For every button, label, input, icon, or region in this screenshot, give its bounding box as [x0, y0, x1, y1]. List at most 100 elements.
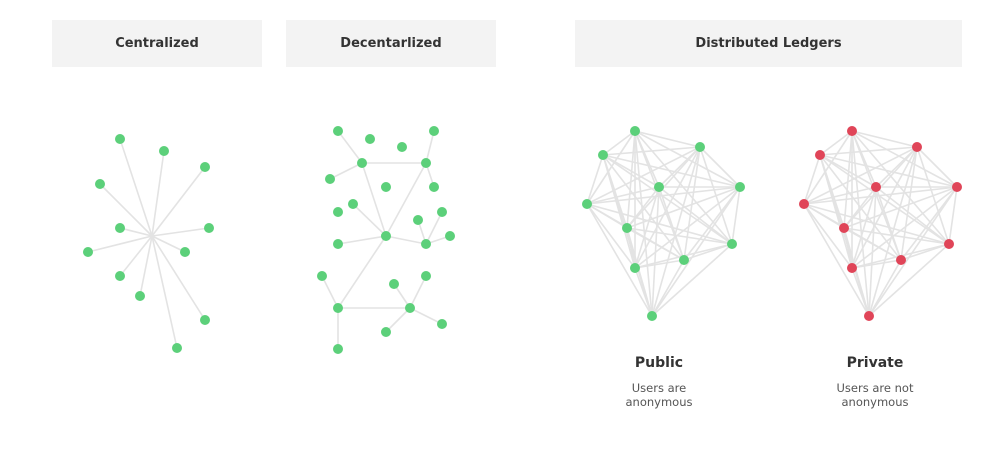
public-edge [699, 146, 741, 188]
public-subtitle-line2: anonymous [625, 395, 693, 409]
decentralized-node [445, 231, 455, 241]
public-node [695, 142, 705, 152]
public-edge [651, 259, 685, 317]
private-edge [948, 186, 958, 245]
private-edge [803, 203, 870, 317]
public-distributed-network [582, 126, 745, 321]
private-edge [900, 146, 918, 261]
private-edge [868, 243, 950, 317]
decentralized-edge [385, 162, 427, 237]
decentralized-node [429, 182, 439, 192]
private-node [871, 182, 881, 192]
private-node [847, 263, 857, 273]
public-edge [651, 186, 741, 317]
decentralized-edge [337, 235, 387, 309]
public-edge [683, 146, 701, 261]
decentralized-node [381, 327, 391, 337]
decentralized-node [437, 207, 447, 217]
centralized-node [115, 271, 125, 281]
private-distributed-network [799, 126, 962, 321]
decentralized-node [397, 142, 407, 152]
centralized-node [115, 134, 125, 144]
decentralized-node [317, 271, 327, 281]
private-node [815, 150, 825, 160]
centralized-node [95, 179, 105, 189]
public-node [735, 182, 745, 192]
private-edge [843, 227, 902, 261]
private-edge [868, 186, 958, 317]
distributed-ledgers-header-label: Distributed Ledgers [695, 36, 842, 51]
decentralized-node [405, 303, 415, 313]
centralized-node [204, 223, 214, 233]
public-edge [602, 130, 636, 156]
decentralized-node [389, 279, 399, 289]
public-edge [602, 154, 660, 188]
private-edge [843, 186, 877, 229]
centralized-node [115, 223, 125, 233]
private-edge [868, 259, 902, 317]
public-caption: Public Users are anonymous [579, 355, 739, 409]
private-edge [803, 154, 821, 205]
public-title: Public [634, 355, 684, 371]
public-node [598, 150, 608, 160]
public-subtitle-line1: Users are [631, 381, 687, 395]
centralized-header-label: Centralized [115, 36, 199, 51]
centralized-node [180, 247, 190, 257]
private-edge [843, 130, 853, 229]
private-edge [843, 186, 958, 229]
private-subtitle: Users are not anonymous [795, 381, 955, 409]
decentralized-edge [352, 203, 387, 237]
private-node [896, 255, 906, 265]
public-edge [586, 203, 733, 245]
decentralized-node [357, 158, 367, 168]
private-edge [851, 146, 918, 269]
public-edge [634, 267, 653, 317]
centralized-edge [119, 227, 153, 237]
centralized-edge [119, 235, 153, 277]
private-edge [875, 186, 902, 261]
private-node [847, 126, 857, 136]
public-node [582, 199, 592, 209]
public-edge [658, 186, 733, 245]
public-edge [586, 203, 653, 317]
centralized-node [135, 291, 145, 301]
public-edge [634, 146, 701, 269]
decentralized-edge [321, 275, 339, 309]
public-edge [586, 130, 636, 205]
centralized-edge [151, 150, 165, 237]
public-edge [626, 186, 741, 229]
public-edge [626, 227, 653, 317]
private-edge [900, 186, 958, 261]
public-edge [586, 186, 660, 205]
private-edge [851, 186, 877, 269]
decentralized-edge [409, 275, 427, 309]
public-edge [626, 130, 636, 229]
private-edge [851, 130, 870, 317]
centralized-edge [151, 227, 210, 237]
decentralized-header: Decentarlized [286, 20, 496, 67]
private-edge [868, 146, 918, 317]
public-edge [658, 186, 685, 261]
centralized-edge [151, 166, 206, 237]
centralized-header: Centralized [52, 20, 262, 67]
decentralized-edge [337, 130, 363, 164]
centralized-edge [151, 235, 186, 253]
decentralized-node [333, 126, 343, 136]
public-edge [634, 130, 653, 317]
centralized-node [83, 247, 93, 257]
private-node [952, 182, 962, 192]
decentralized-node [413, 215, 423, 225]
decentralized-edge [385, 235, 427, 245]
centralized-node [200, 162, 210, 172]
public-edge [586, 154, 604, 205]
public-node [630, 126, 640, 136]
private-edge [819, 154, 958, 188]
private-edge [819, 130, 853, 156]
decentralized-node [421, 158, 431, 168]
public-node [727, 239, 737, 249]
decentralized-node [429, 126, 439, 136]
decentralized-node [333, 344, 343, 354]
private-edge [803, 203, 950, 245]
decentralized-edge [329, 162, 363, 180]
public-edge [731, 186, 741, 245]
